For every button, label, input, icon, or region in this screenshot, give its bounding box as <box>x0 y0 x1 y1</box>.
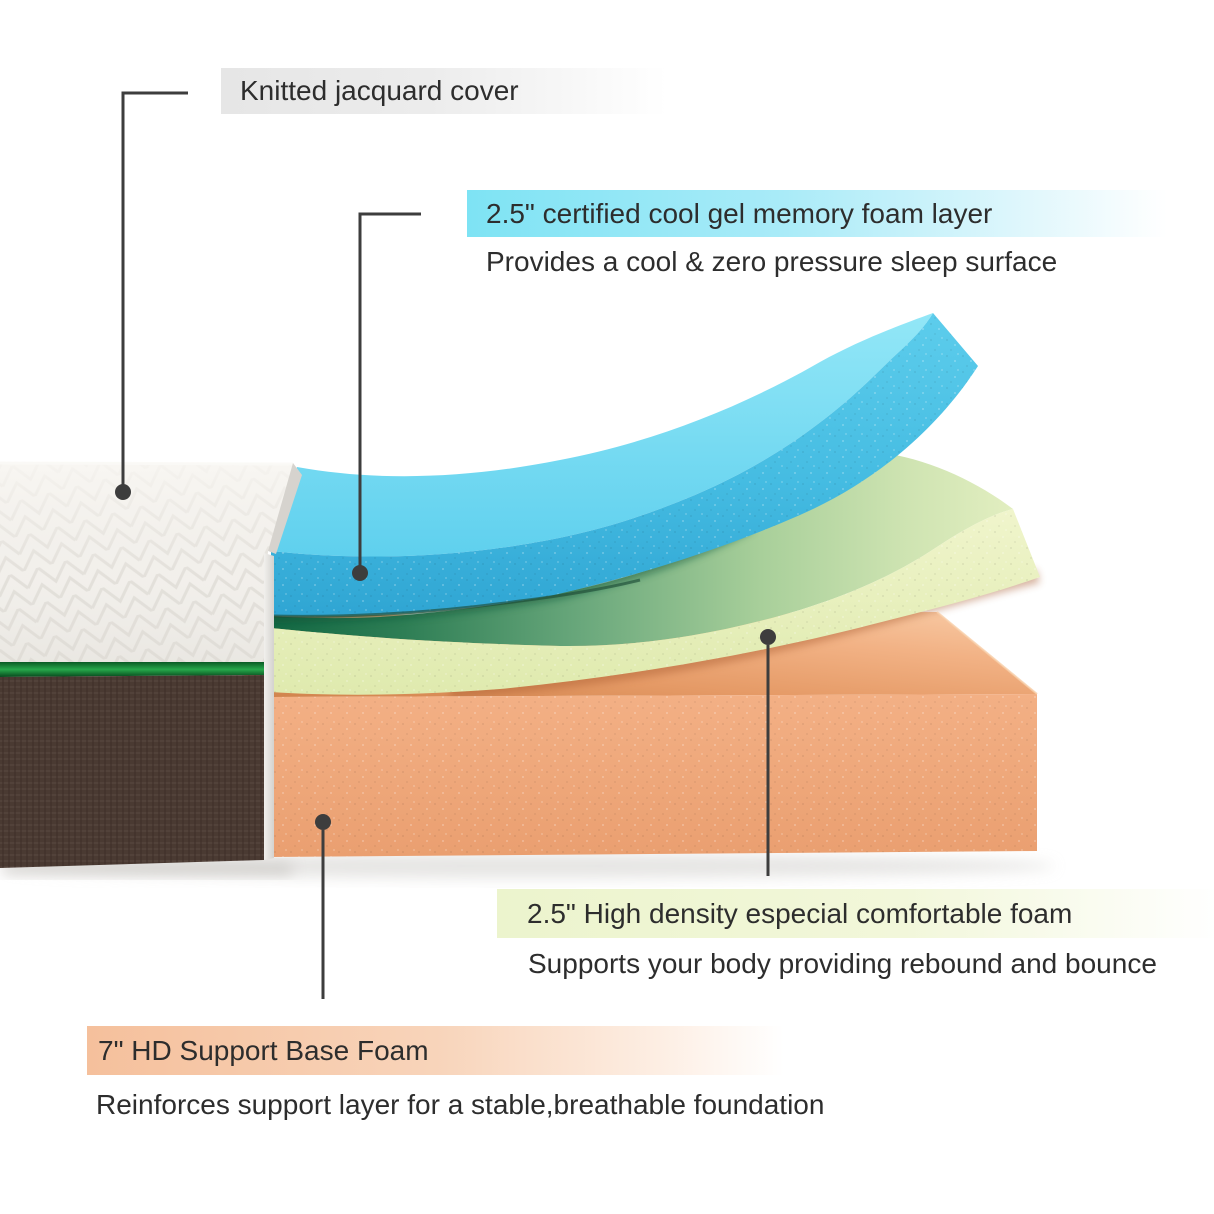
leader-lines <box>121 91 770 999</box>
corner-edge-strip <box>264 553 274 860</box>
base-side-fabric <box>0 675 264 868</box>
callout-comfort-label: 2.5" High density especial comfortable f… <box>497 889 1214 938</box>
callout-comfort-description: Supports your body providing rebound and… <box>528 948 1157 979</box>
callout-base-label: 7" HD Support Base Foam <box>87 1026 784 1075</box>
leader-dot-cover <box>115 484 131 500</box>
ground-shadow <box>2 854 1055 878</box>
callout-gel-description: Provides a cool & zero pressure sleep su… <box>486 246 1058 277</box>
cover-corner-fold <box>268 463 302 554</box>
leader-line-cover <box>121 91 188 486</box>
cover-trim <box>0 662 264 677</box>
callout-base-description: Reinforces support layer for a stable,br… <box>96 1089 825 1120</box>
gel-foam-layer <box>270 313 978 618</box>
leader-dot-gel <box>352 565 368 581</box>
leader-dot-base <box>315 814 331 830</box>
callout-gel-label: 2.5" certified cool gel memory foam laye… <box>467 190 1167 237</box>
callout-cover-label: Knitted jacquard cover <box>221 68 681 114</box>
leader-line-gel <box>358 212 421 566</box>
mattress-front-block <box>0 461 302 868</box>
leader-dot-comfort <box>760 629 776 645</box>
leader-dots <box>115 484 776 830</box>
